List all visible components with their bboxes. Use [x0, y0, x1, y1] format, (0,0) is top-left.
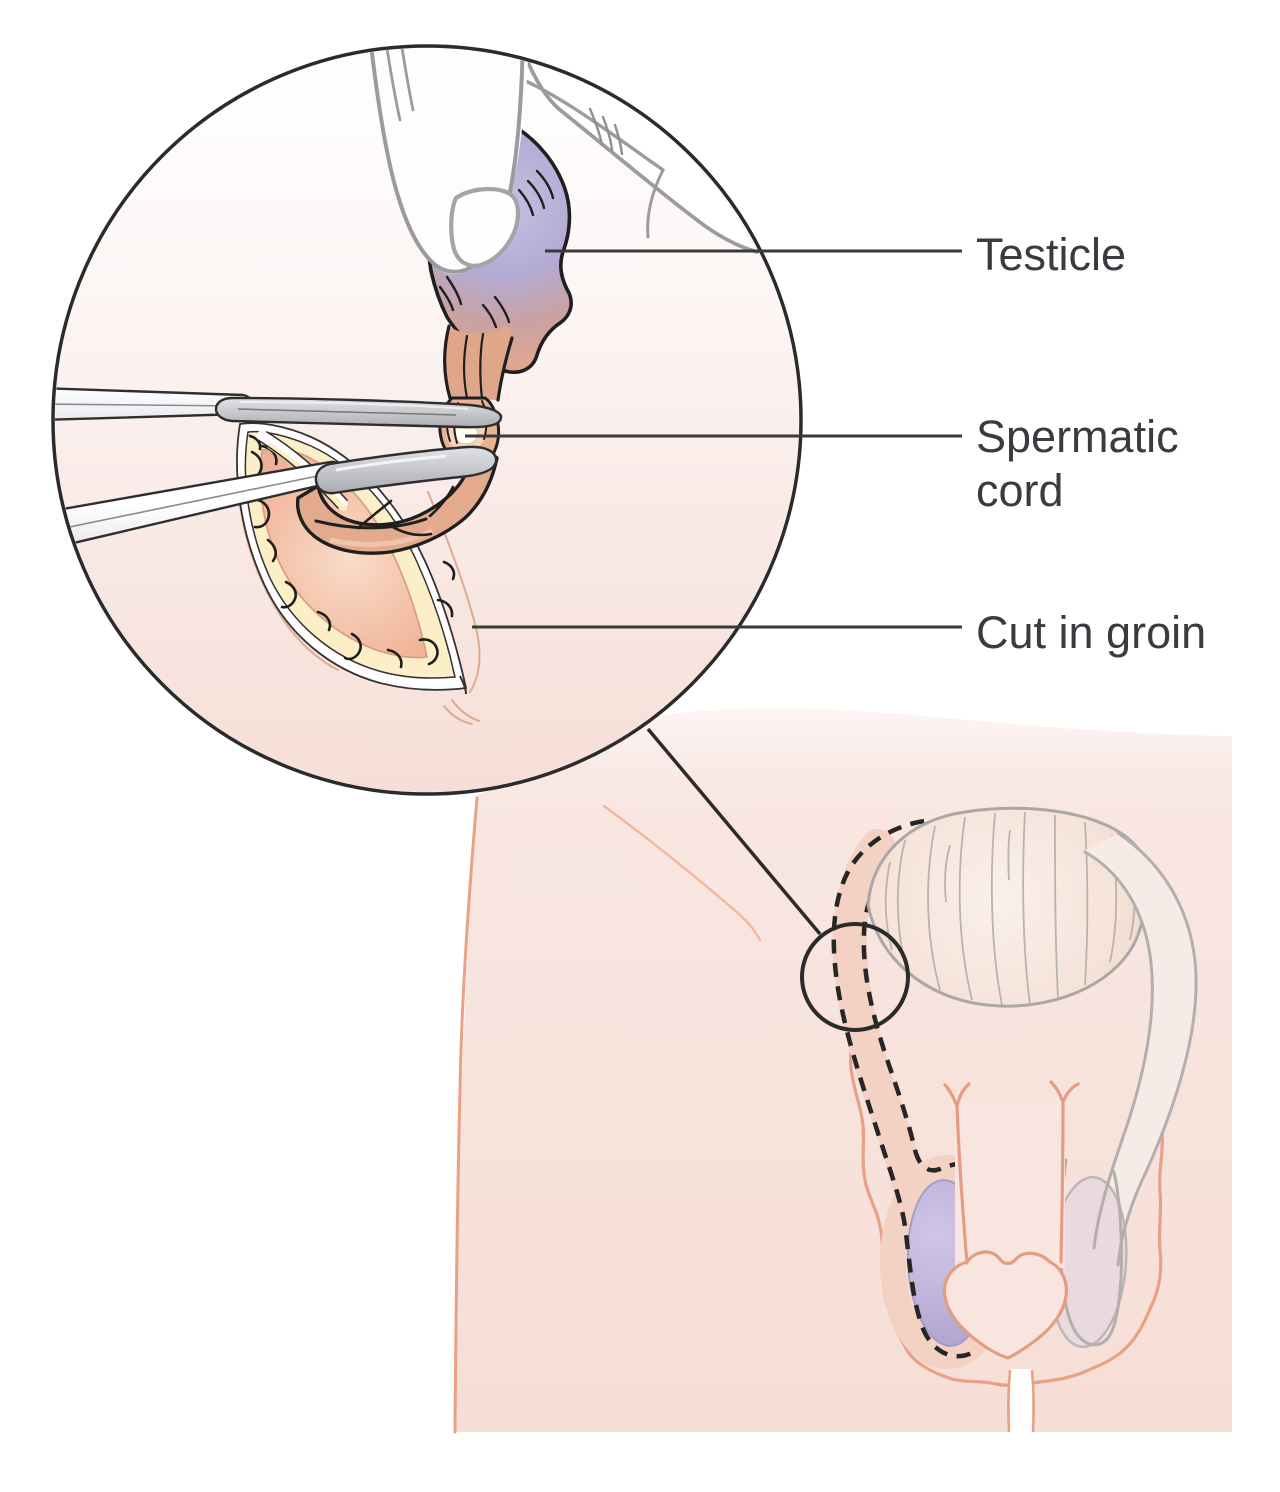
surgical-clamp-upper: [55, 386, 503, 429]
inset-circle-outline: [51, 44, 803, 796]
label-cut-in-groin: Cut in groin: [976, 607, 1207, 658]
surgical-clamp-lower: [55, 445, 498, 550]
magnifier-target-circle: [800, 922, 910, 1032]
scrotum-outline: [849, 1034, 1168, 1387]
spermatic-cord-illustration: [443, 324, 514, 402]
label-lines: [465, 249, 962, 629]
midline-strip: [1007, 1369, 1035, 1433]
lifted-penis-faint-illustration: [866, 806, 1198, 1349]
label-testicle: Testicle: [976, 229, 1127, 280]
leg-contour-line: [453, 796, 479, 1434]
surgeon-fingers: [500, 48, 759, 254]
penis-outline: [942, 1080, 1080, 1360]
removal-path-dashed-outline: [831, 818, 979, 1359]
spermatic-cord-loop: [256, 430, 499, 555]
label-spermatic-cord: Spermatic cord: [976, 411, 1179, 516]
magnified-inset: [51, 44, 803, 796]
groin-crease-line: [602, 804, 762, 942]
magnifier-connector-line: [646, 727, 822, 936]
thumbnail: [449, 187, 521, 268]
surgeon-thumb: [358, 48, 530, 275]
body-illustration: [453, 708, 1232, 1434]
penis-shaft-faint: [1085, 833, 1197, 1262]
